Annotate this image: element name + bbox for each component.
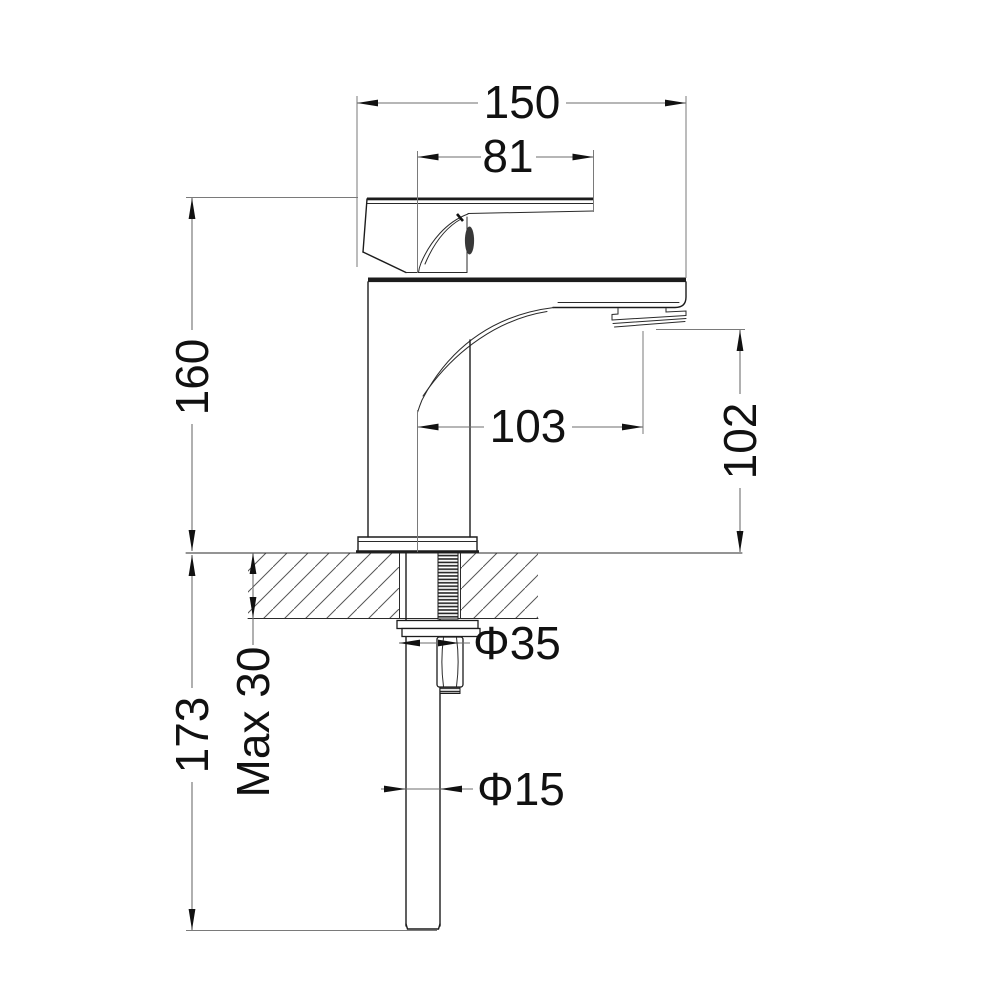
handle-neck-curve-outer xyxy=(418,213,469,273)
dim-label-handle-length: 81 xyxy=(482,130,533,182)
lever-underside xyxy=(467,210,594,214)
dimension-below-deck-length: 173 xyxy=(166,555,437,931)
arrowhead-left xyxy=(384,785,406,793)
arrowhead-left xyxy=(417,423,439,431)
spout-underside-curve-inner xyxy=(422,311,548,397)
aerator-right-step xyxy=(665,308,687,316)
deck-hatch-left xyxy=(248,553,399,618)
dimension-height-above-deck: 160 xyxy=(166,197,358,551)
spout-arm-right-profile xyxy=(552,281,687,309)
arrowhead-left xyxy=(399,639,420,647)
dimension-spout-outlet-height: 102 xyxy=(656,329,766,552)
arrowhead-bottom xyxy=(249,597,257,618)
washer-lower xyxy=(401,627,481,638)
aerator-mesh-face xyxy=(614,321,686,328)
arrowhead-right xyxy=(438,639,459,647)
arrowhead-bottom xyxy=(188,530,196,551)
aerator-disc-top xyxy=(611,315,687,321)
dim-label-spout-outlet-height: 102 xyxy=(714,403,766,480)
dim-label-supply-pipe-diameter: Φ15 xyxy=(477,763,565,815)
arrowhead-left xyxy=(417,153,439,161)
pipe-bottom-cap xyxy=(405,923,441,930)
body-top-band xyxy=(368,277,686,283)
deck-hatch-right xyxy=(461,553,538,618)
arrowhead-right xyxy=(665,99,686,107)
aerator-disc-mid xyxy=(612,318,687,324)
arrowhead-right xyxy=(622,423,643,431)
arrowhead-right xyxy=(572,153,594,161)
counter-deck xyxy=(185,552,743,619)
dim-label-overall-length: 150 xyxy=(484,76,561,128)
arrowhead-top xyxy=(736,330,744,351)
dim-label-below-deck-length: 173 xyxy=(166,697,218,774)
dimension-mounting-hole-diameter: Φ35 xyxy=(399,617,561,669)
dimension-handle-length: 81 xyxy=(417,130,594,273)
washer-upper xyxy=(396,619,479,630)
lever-top-edge xyxy=(367,197,594,201)
spout-underside-curve-outer xyxy=(417,307,555,413)
nut-facet-right xyxy=(456,637,459,687)
dimension-spout-reach: 103 xyxy=(417,331,644,552)
faucet-body xyxy=(367,277,687,538)
arrowhead-bottom xyxy=(188,909,196,930)
lever-handle xyxy=(362,197,594,274)
dim-label-spout-reach: 103 xyxy=(490,400,567,452)
arrowhead-top xyxy=(249,553,257,574)
arrowhead-top xyxy=(188,555,196,576)
dimension-overall-length: 150 xyxy=(356,76,687,278)
handle-indicator-dot xyxy=(464,226,475,255)
handle-bottom-slant xyxy=(362,251,407,274)
dim-label-height-above-deck: 160 xyxy=(166,339,218,416)
handle-neck-junction-tick xyxy=(456,213,464,222)
aerator-left-step xyxy=(611,308,619,321)
arrowhead-right xyxy=(440,785,462,793)
handle-neck-curve-inner xyxy=(424,218,462,265)
arrowhead-bottom xyxy=(736,531,744,552)
stud-thread-tip xyxy=(439,686,461,694)
fixing-hardware xyxy=(396,552,481,694)
threaded-stud xyxy=(437,552,459,620)
dim-label-max-deck-thickness: Max 30 xyxy=(227,647,279,798)
dimension-max-deck-thickness: Max 30 xyxy=(227,553,279,797)
dim-label-mounting-hole-diameter: Φ35 xyxy=(473,617,561,669)
dimension-supply-pipe-diameter: Φ15 xyxy=(381,763,565,815)
supply-pipe xyxy=(405,552,441,930)
arrowhead-left xyxy=(357,99,378,107)
arrowhead-top xyxy=(188,198,196,219)
handle-back-edge xyxy=(362,198,368,253)
spout-outlet-aerator xyxy=(611,308,687,328)
